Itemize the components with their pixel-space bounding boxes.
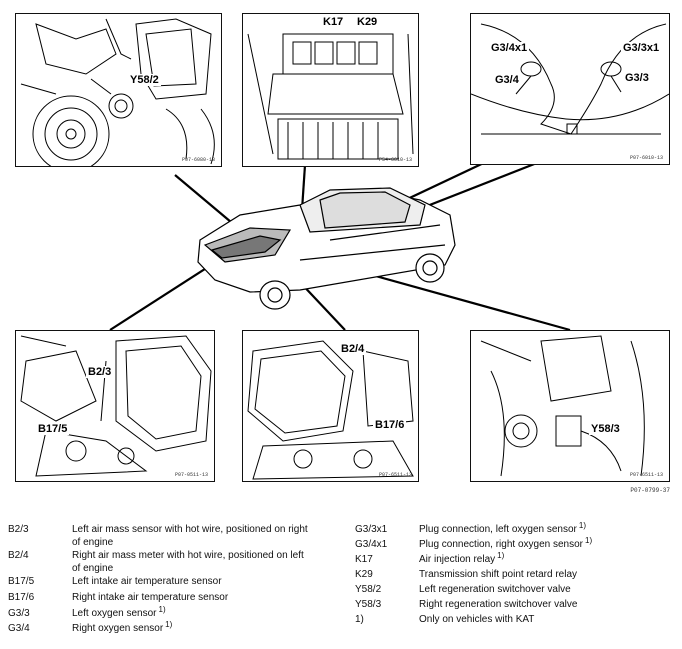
legend-desc: Left intake air temperature sensor bbox=[72, 576, 222, 587]
engine-right-sensor-illustration bbox=[247, 340, 414, 480]
panel-code: P07-6511-13 bbox=[629, 472, 663, 478]
panel-code: P07-6080-13 bbox=[181, 157, 215, 163]
callout-g3-4x1: G3/4x1 bbox=[489, 42, 530, 54]
panel-bottom-right: Y58/3 P07-6511-13 bbox=[470, 330, 670, 482]
relay-box-illustration bbox=[247, 33, 414, 160]
legend-desc: Transmission shift point retard relay bbox=[419, 569, 578, 580]
legend-desc: Right regeneration switchover valve bbox=[419, 599, 578, 610]
panel-top-right: G3/4x1 G3/3x1 G3/4 G3/3 P07-6010-13 bbox=[470, 13, 670, 165]
panel-code: P07-0511-13 bbox=[174, 472, 208, 478]
legend-right: G3/3x1 Plug connection, left oxygen sens… bbox=[355, 521, 675, 628]
callout-b2-3: B2/3 bbox=[86, 366, 114, 378]
callout-g3-3x1: G3/3x1 bbox=[621, 42, 662, 54]
panel-bottom-left: B2/3 B17/5 P07-0511-13 bbox=[15, 330, 215, 482]
panel-code: P54-6010-13 bbox=[378, 157, 412, 163]
callout-g3-3: G3/3 bbox=[623, 72, 651, 84]
legend-code: Y58/3 bbox=[355, 599, 382, 610]
legend-row: B2/3 Left air mass sensor with hot wire,… bbox=[8, 523, 338, 549]
legend-row: Y58/3 Right regeneration switchover valv… bbox=[355, 598, 675, 613]
legend-code: B17/6 bbox=[8, 592, 35, 603]
legend-code: G3/3x1 bbox=[355, 524, 388, 535]
legend-desc: Only on vehicles with KAT bbox=[419, 614, 535, 625]
legend-row: B17/5 Left intake air temperature sensor bbox=[8, 575, 338, 591]
oxygen-sensor-illustration bbox=[471, 23, 669, 135]
legend-row: B17/6 Right intake air temperature senso… bbox=[8, 591, 338, 607]
callout-b17-5: B17/5 bbox=[36, 423, 70, 435]
panel-bottom-center: B2/4 B17/6 P07-6511-13 bbox=[242, 330, 419, 482]
callout-y58-3: Y58/3 bbox=[589, 423, 622, 435]
legend-row: Y58/2 Left regeneration switchover valve bbox=[355, 583, 675, 598]
legend-code: B2/4 bbox=[8, 550, 29, 561]
callout-k17: K17 bbox=[321, 16, 346, 28]
legend-left: B2/3 Left air mass sensor with hot wire,… bbox=[8, 523, 338, 637]
legend-code: 1) bbox=[355, 614, 364, 625]
legend-code: K17 bbox=[355, 554, 373, 565]
panel-top-center: K17 K29 P54-6010-13 bbox=[242, 13, 419, 167]
legend-row: G3/3x1 Plug connection, left oxygen sens… bbox=[355, 521, 675, 538]
figure-code: P07-0799-37 bbox=[630, 487, 670, 494]
callout-b17-6: B17/6 bbox=[373, 419, 407, 431]
panel-code: P07-6010-13 bbox=[629, 155, 663, 161]
legend-row: B2/4 Right air mass meter with hot wire,… bbox=[8, 549, 338, 575]
callout-g3-4: G3/4 bbox=[493, 74, 521, 86]
legend-code: Y58/2 bbox=[355, 584, 382, 595]
legend-row: G3/4x1 Plug connection, right oxygen sen… bbox=[355, 536, 675, 553]
legend-desc: Left air mass sensor with hot wire, posi… bbox=[72, 524, 308, 548]
legend-row: K29 Transmission shift point retard rela… bbox=[355, 568, 675, 583]
legend-desc: Right intake air temperature sensor bbox=[72, 592, 229, 603]
legend-row: 1) Only on vehicles with KAT bbox=[355, 613, 675, 628]
regeneration-valve-illustration bbox=[480, 335, 645, 477]
engine-left-sensor-illustration bbox=[20, 335, 212, 477]
legend-desc: Right air mass meter with hot wire, posi… bbox=[72, 550, 304, 574]
engine-left-valve-illustration bbox=[20, 18, 215, 166]
legend-code: G3/3 bbox=[8, 608, 30, 619]
callout-k29: K29 bbox=[355, 16, 380, 28]
legend-code: G3/4x1 bbox=[355, 539, 388, 550]
legend-code: B2/3 bbox=[8, 524, 29, 535]
callout-y58-2: Y58/2 bbox=[128, 74, 161, 86]
legend-desc: Left regeneration switchover valve bbox=[419, 584, 571, 595]
legend-code: G3/4 bbox=[8, 623, 30, 634]
callout-b2-4: B2/4 bbox=[339, 343, 367, 355]
legend-code: B17/5 bbox=[8, 576, 35, 587]
legend-code: K29 bbox=[355, 569, 373, 580]
panel-top-left: Y58/2 P07-6080-13 bbox=[15, 13, 222, 167]
panel-code: P07-6511-13 bbox=[378, 472, 412, 478]
